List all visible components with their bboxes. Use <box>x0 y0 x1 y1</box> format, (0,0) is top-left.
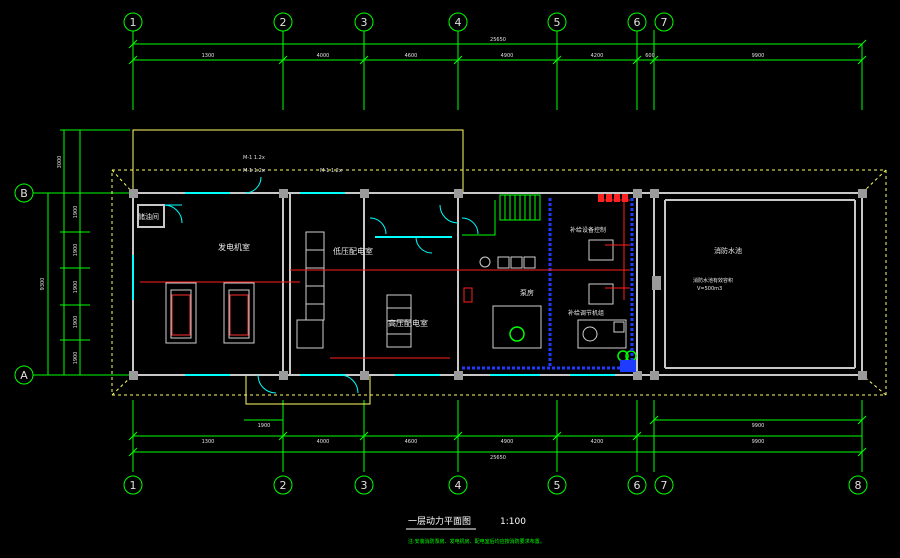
switchgear <box>296 231 412 349</box>
room-fire-pool: 消防水池 <box>714 246 742 255</box>
generator-units <box>165 282 255 344</box>
dim-left-upper: 3000 <box>57 156 63 169</box>
dimension-lines <box>40 30 867 472</box>
axis-left-b: B <box>20 187 28 200</box>
axis-bottom-1: 1 <box>130 479 137 492</box>
dim-left-seg-2: 1900 <box>73 244 79 257</box>
axis-top-3: 3 <box>361 16 368 29</box>
pump-panel <box>620 360 636 372</box>
dim-bottom-right-bottom: 9900 <box>752 439 765 445</box>
door-label-1: M-1 1.2x <box>243 155 265 161</box>
room-fire-pool-volume: V=500m3 <box>697 286 722 292</box>
dim-top-seg-5: 4200 <box>591 53 604 59</box>
stairs <box>462 194 541 236</box>
dim-top-overall: 25650 <box>490 37 506 43</box>
red-circuits <box>140 198 630 359</box>
dim-top-seg-3: 4600 <box>405 53 418 59</box>
dim-left-seg-3: 1900 <box>73 281 79 294</box>
room-low-voltage: 低压配电室 <box>333 246 373 256</box>
title-note: 注:安装消防泵房、发电机房、配电室后均应按消防要求布置。 <box>408 538 545 545</box>
dim-bottom-seg-3: 4600 <box>405 439 418 445</box>
room-pump-right-bottom: 补给调节机组 <box>568 309 604 317</box>
axis-bottom-5: 5 <box>554 479 561 492</box>
axis-bottom-6: 6 <box>634 479 641 492</box>
room-oil: 储油间 <box>138 212 159 221</box>
door-label-2: M-1 1.2x <box>243 168 265 174</box>
dim-bottom-right-top: 9900 <box>752 423 765 429</box>
axis-bottom-4: 4 <box>455 479 462 492</box>
title-block: 一层动力平面图 1:100 注:安装消防泵房、发电机房、配电室后均应按消防要求布… <box>406 515 545 545</box>
dim-left-overall: 9300 <box>40 278 46 291</box>
axis-bottom-7: 7 <box>661 479 668 492</box>
axis-bubbles-bottom <box>123 475 868 495</box>
columns <box>129 189 867 380</box>
axis-top-2: 2 <box>280 16 287 29</box>
red-blocks <box>598 194 628 202</box>
dim-left-seg-4: 1900 <box>73 316 79 329</box>
room-pump: 泵房 <box>520 288 534 297</box>
axis-left-a: A <box>20 369 28 382</box>
dim-top-seg-1: 1300 <box>202 53 215 59</box>
axis-bottom-3: 3 <box>361 479 368 492</box>
axis-bubbles-left <box>14 183 40 385</box>
dim-bottom-seg-4: 4900 <box>501 439 514 445</box>
windows <box>132 192 615 376</box>
dim-top-seg-4: 4900 <box>501 53 514 59</box>
dim-bottom-seg-1: 1300 <box>202 439 215 445</box>
door-label-3: M-1 1.2x <box>320 168 342 174</box>
room-generator: 发电机室 <box>218 242 250 252</box>
axis-bubbles-top <box>123 12 674 32</box>
title-scale: 1:100 <box>500 517 526 527</box>
axis-top-4: 4 <box>455 16 462 29</box>
axis-bottom-8: 8 <box>855 479 862 492</box>
dim-top-seg-7: 9900 <box>752 53 765 59</box>
axis-top-6: 6 <box>634 16 641 29</box>
dim-top-seg-2: 4000 <box>317 53 330 59</box>
axis-bottom-2: 2 <box>280 479 287 492</box>
pump-room <box>479 239 627 349</box>
cable-tray <box>462 198 634 370</box>
room-pump-right-top: 补给设备控制 <box>570 226 606 234</box>
doors <box>163 176 479 394</box>
dim-bottom-small: 1900 <box>258 423 271 429</box>
room-fire-pool-note: 消防水池有效容积 <box>693 277 733 284</box>
axis-top-5: 5 <box>554 16 561 29</box>
title-main: 一层动力平面图 <box>408 515 471 527</box>
dim-top-seg-6: 600 <box>645 53 655 59</box>
dim-left-seg-5: 1900 <box>73 352 79 365</box>
dim-bottom-overall: 25650 <box>490 455 506 461</box>
dim-bottom-seg-5: 4200 <box>591 439 604 445</box>
room-high-voltage: 高压配电室 <box>388 318 428 328</box>
axis-top-7: 7 <box>661 16 668 29</box>
axis-top-1: 1 <box>130 16 137 29</box>
dim-left-seg-1: 1900 <box>73 206 79 219</box>
generator-details <box>171 294 249 336</box>
upper-block <box>132 129 464 405</box>
dim-bottom-seg-2: 4000 <box>317 439 330 445</box>
